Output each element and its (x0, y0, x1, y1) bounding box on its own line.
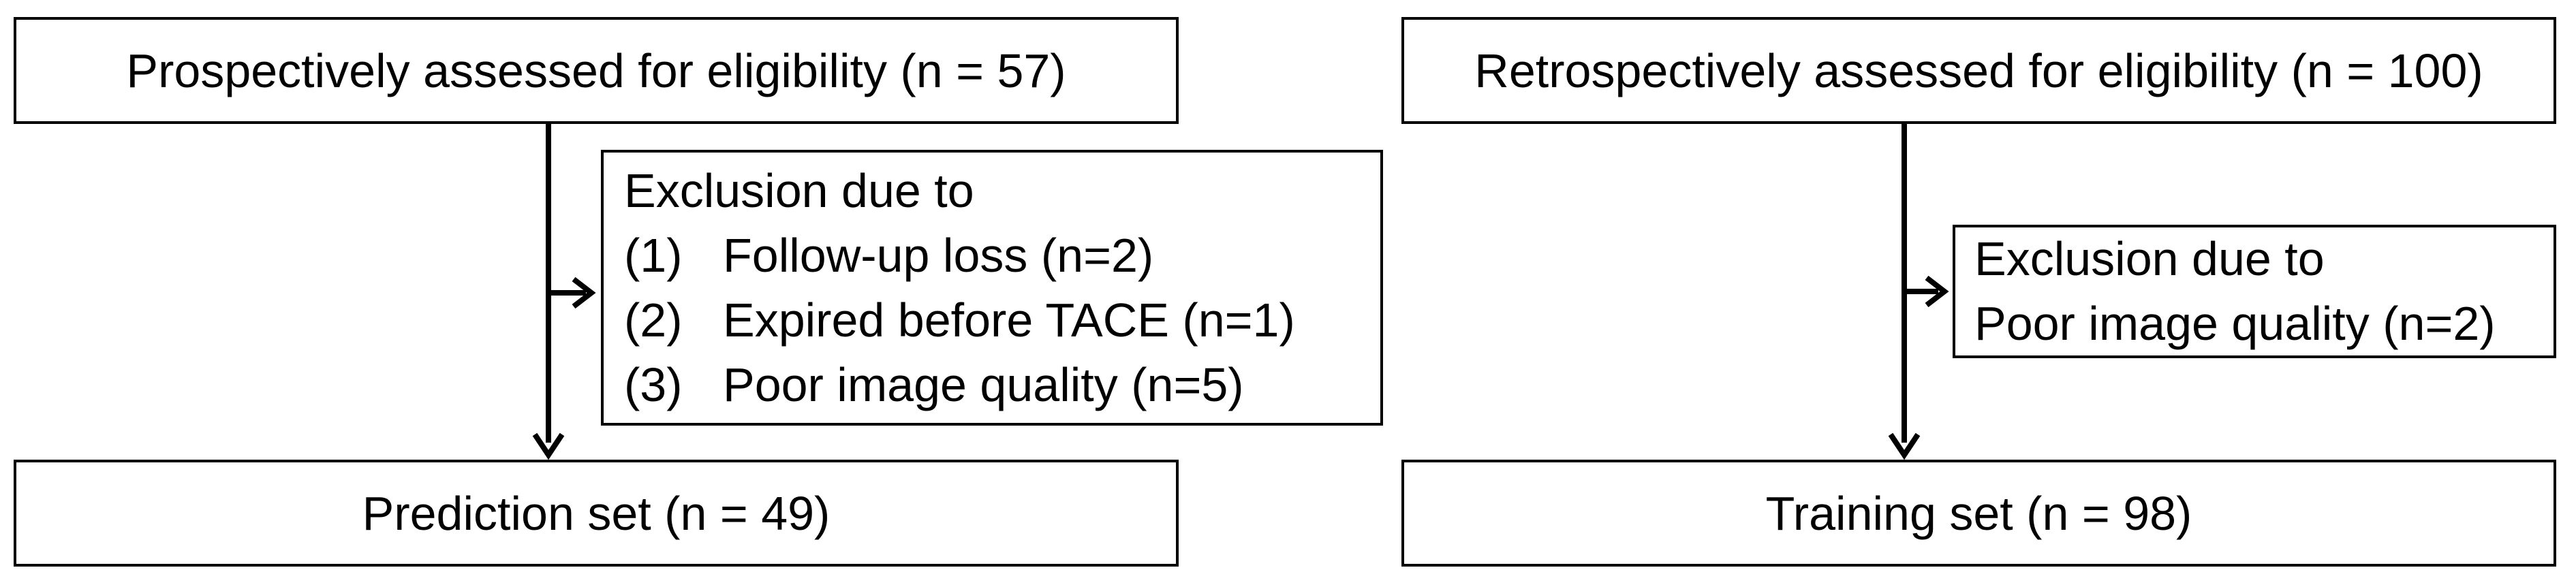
left-exclusion-item-3-num: (3) (624, 358, 683, 411)
left-exclusion-item-2: (2) Expired before TACE (n=1) (624, 288, 1380, 353)
right-main-arrowhead (1888, 432, 1921, 460)
left-exclusion-item-1-text: Follow-up loss (n=2) (723, 228, 1154, 282)
right-exclusion-heading: Exclusion due to (1974, 232, 2325, 285)
left-top-box: Prospectively assessed for eligibility (… (14, 17, 1179, 124)
right-top-box: Retrospectively assessed for eligibility… (1401, 17, 2556, 124)
right-branch-arrowhead (1925, 275, 1949, 308)
right-top-box-label: Retrospectively assessed for eligibility… (1474, 44, 2483, 97)
left-exclusion-item-3-text: Poor image quality (n=5) (723, 358, 1244, 411)
left-exclusion-item-1-num: (1) (624, 228, 683, 282)
right-bottom-box: Training set (n = 98) (1401, 460, 2556, 567)
right-exclusion-reason: Poor image quality (n=2) (1974, 297, 2496, 350)
left-exclusion-heading: Exclusion due to (624, 163, 974, 217)
left-top-box-label: Prospectively assessed for eligibility (… (126, 44, 1066, 97)
left-bottom-box-label: Prediction set (n = 49) (362, 486, 831, 540)
left-exclusion-box: Exclusion due to (1) Follow-up loss (n=2)… (601, 150, 1383, 426)
left-exclusion-item-3: (3) Poor image quality (n=5) (624, 353, 1380, 417)
left-exclusion-item-2-num: (2) (624, 293, 683, 347)
left-exclusion-item-2-text: Expired before TACE (n=1) (723, 293, 1295, 347)
left-bottom-box: Prediction set (n = 49) (14, 460, 1179, 567)
left-branch-arrowhead (572, 276, 596, 309)
left-main-arrowhead (532, 432, 565, 460)
right-exclusion-box: Exclusion due to Poor image quality (n=2… (1953, 225, 2556, 358)
left-exclusion-item-1: (1) Follow-up loss (n=2) (624, 223, 1380, 288)
right-bottom-box-label: Training set (n = 98) (1765, 486, 2192, 540)
